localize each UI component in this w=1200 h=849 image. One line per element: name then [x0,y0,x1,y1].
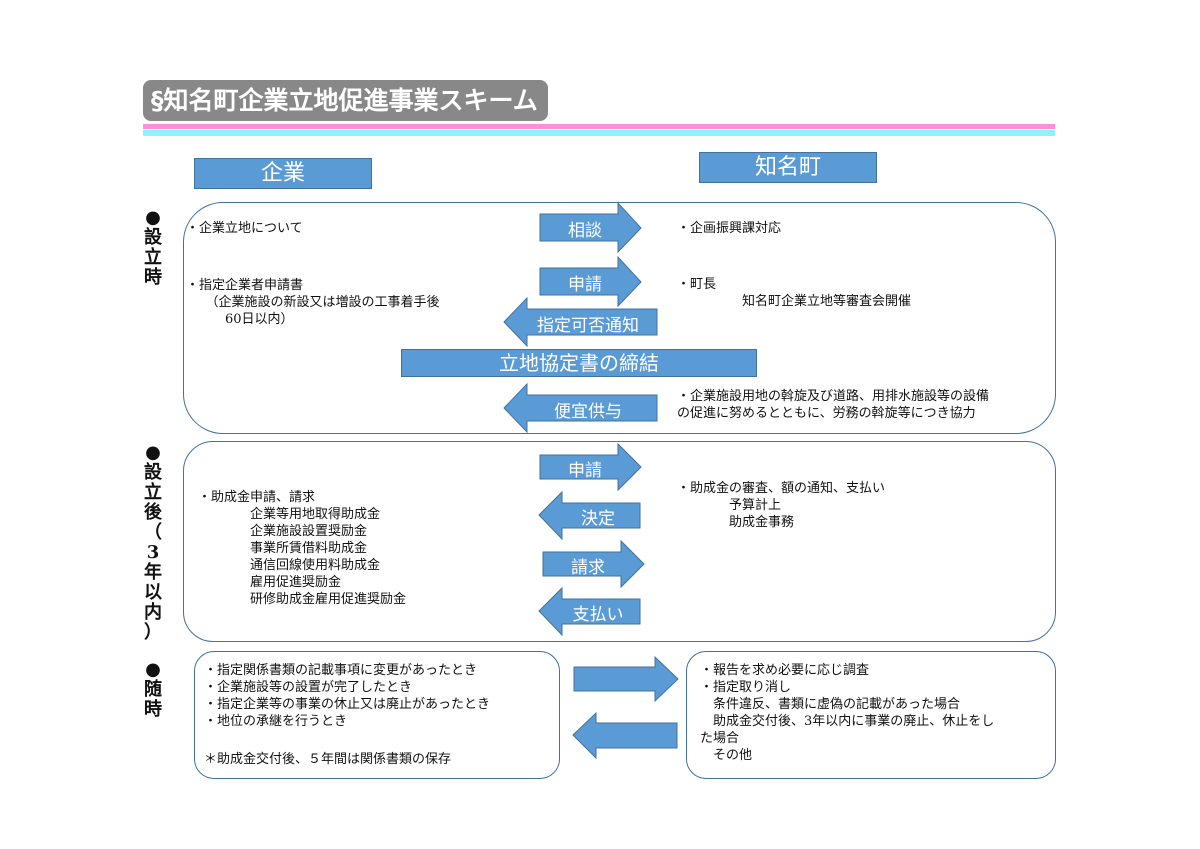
arrow-right-after-apply [539,442,642,492]
arrow-left-notice [503,296,658,348]
phase-char: 時 [144,267,162,288]
anytime-right: ・報告を求め必要に応じ調査 ・指定取り消し 条件違反、書類に虚偽の記載があった場… [700,663,995,763]
anytime-left: ・指定関係書類の記載事項に変更があったとき ・企業施設等の設置が完了したとき ・… [204,663,491,729]
anytime-right-panel [686,651,1056,779]
arrow-right-anytime [573,655,679,703]
arrow-label-convenience: 便宜供与 [554,402,622,422]
phase-char: （ [144,522,162,543]
phase-bullet: ● [145,659,161,680]
title-underline-pink [143,124,1055,129]
after-right: ・助成金の審査、額の通知、支払い 予算計上 助成金事務 [677,481,886,530]
arrow-label-pay: 支払い [572,605,624,625]
phase-label-anytime: ● 随 時 [140,660,166,720]
arrow-label-consult: 相談 [568,221,602,241]
arrow-right-consult [539,201,642,254]
arrow-label-claim: 請求 [571,558,605,578]
arrow-left-pay [538,586,641,637]
phase-char: 立 [144,247,162,268]
phase-char: 時 [144,699,162,720]
arrow-label-decide: 決定 [581,509,615,529]
town-header: 知名町 [699,152,877,183]
phase-char: 内 [144,602,162,623]
company-header: 企業 [194,158,372,189]
establish-left-1: ・企業立地について [186,221,303,236]
phase-char: 後 [144,502,162,523]
establish-panel [183,202,1056,434]
phase-label-establish: ● 設 立 時 [140,208,166,288]
establish-right-2: ・町長 知名町企業立地等審査会開催 [677,277,912,309]
phase-char: ） [144,622,162,643]
arrow-label-notice: 指定可否通知 [537,316,639,336]
phase-char: 立 [144,482,162,503]
phase-char: 3 [146,542,160,563]
anytime-left-note: ＊助成金交付後、５年間は関係書類の保存 [204,752,452,767]
arrow-left-convenience [503,382,658,434]
title-underline-cyan [143,130,1055,136]
page-title: §知名町企業立地促進事業スキーム [143,80,548,121]
phase-char: 随 [144,679,162,700]
arrow-right-apply [539,255,642,308]
phase-char: 以 [144,582,162,603]
phase-bullet: ● [145,207,161,228]
phase-bullet: ● [145,442,161,463]
arrow-left-anytime [572,711,678,760]
establish-right-1: ・企画振興課対応 [677,221,782,236]
phase-char: 年 [144,562,162,583]
phase-char: 設 [144,227,162,248]
arrow-left-decide [538,490,641,541]
phase-label-after: ● 設 立 後 （ 3 年 以 内 ） [140,443,166,643]
after-left: ・助成金申請、請求 企業等用地取得助成金 企業施設設置奨励金 事業所賃借料助成金… [198,490,407,607]
arrow-right-claim [542,539,645,589]
agreement-bar: 立地協定書の締結 [401,349,757,377]
arrow-label-apply: 申請 [568,275,602,295]
establish-left-2: ・指定企業者申請書 （企業施設の新設又は増設の工事着手後 60日以内） [186,278,440,327]
anytime-left-panel [194,651,560,779]
arrow-label-after-apply: 申請 [568,461,602,481]
phase-char: 設 [144,462,162,483]
establish-right-3: ・企業施設用地の斡旋及び道路、用排水施設等の設備 の促進に努めるとともに、労務の… [677,389,990,421]
after-panel [183,441,1056,642]
